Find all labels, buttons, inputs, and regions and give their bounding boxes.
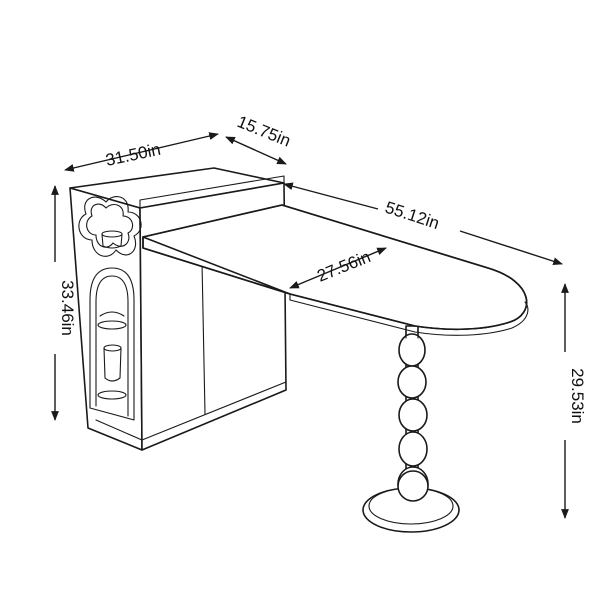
cabinet (69, 167, 287, 451)
dim-line-cabinet-depth (225, 136, 287, 165)
arched-display (89, 267, 135, 421)
label-table-height: 29.53in (568, 368, 587, 424)
pedestal (362, 325, 460, 533)
dim-line-table-width (289, 247, 387, 289)
dim-line-cabinet-width (64, 132, 219, 172)
label-table-length: 55.12in (383, 198, 442, 233)
dimension-lines (51, 132, 569, 519)
label-cabinet-width: 31.50in (104, 140, 163, 170)
dim-line-table-length (283, 182, 379, 210)
cabinet-front (69, 187, 143, 451)
label-cabinet-height: 33.46in (58, 280, 77, 336)
flower-window (78, 196, 142, 257)
